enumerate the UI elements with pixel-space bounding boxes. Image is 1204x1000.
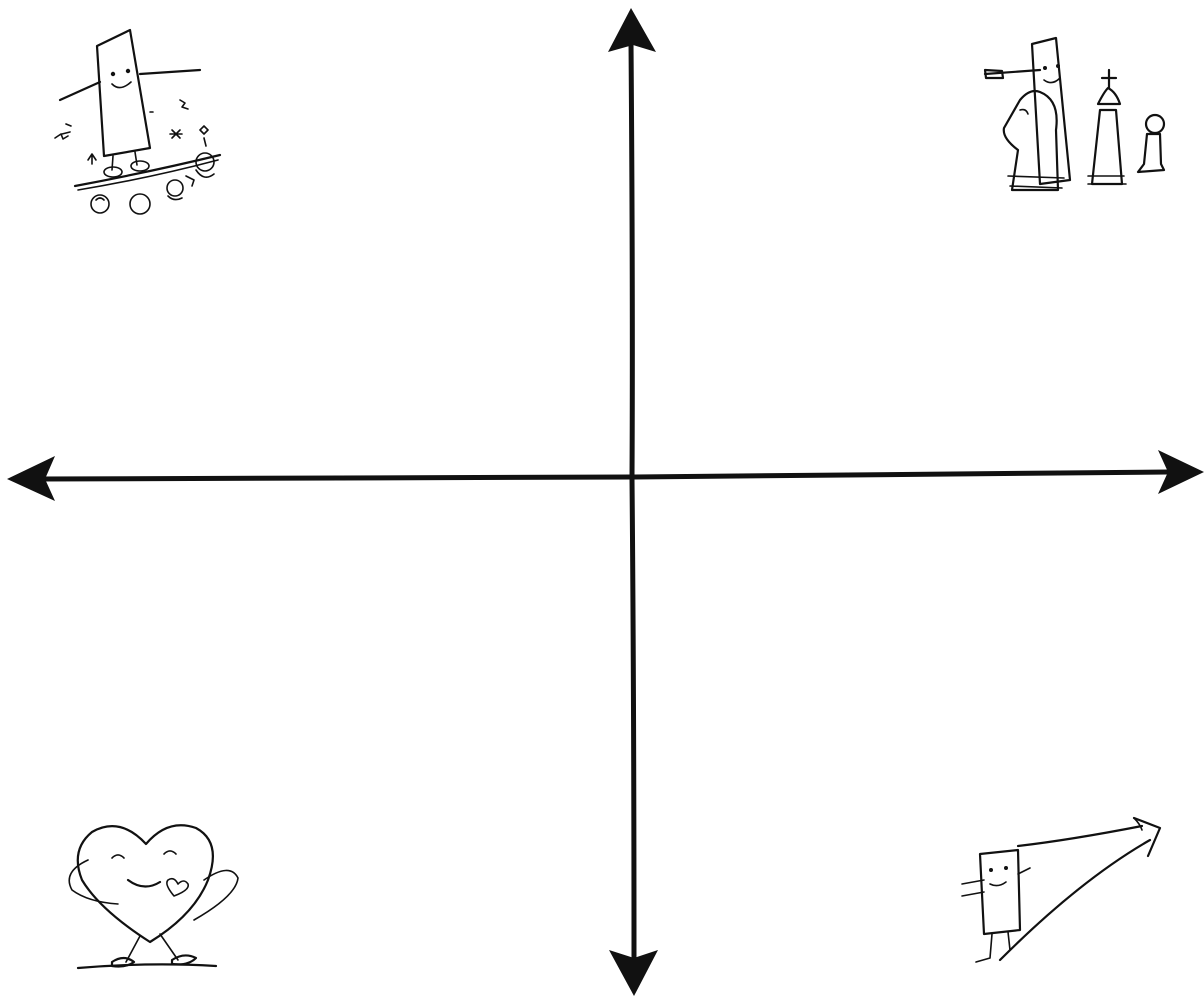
- character-with-rising-arrow-icon: [962, 818, 1160, 962]
- heart-character-icon: [69, 825, 238, 968]
- vertical-axis: [608, 8, 658, 996]
- horizontal-axis: [7, 450, 1204, 501]
- character-on-stage-with-crowd-icon: [55, 30, 220, 214]
- character-pointing-with-chess-pieces-icon: [985, 38, 1164, 190]
